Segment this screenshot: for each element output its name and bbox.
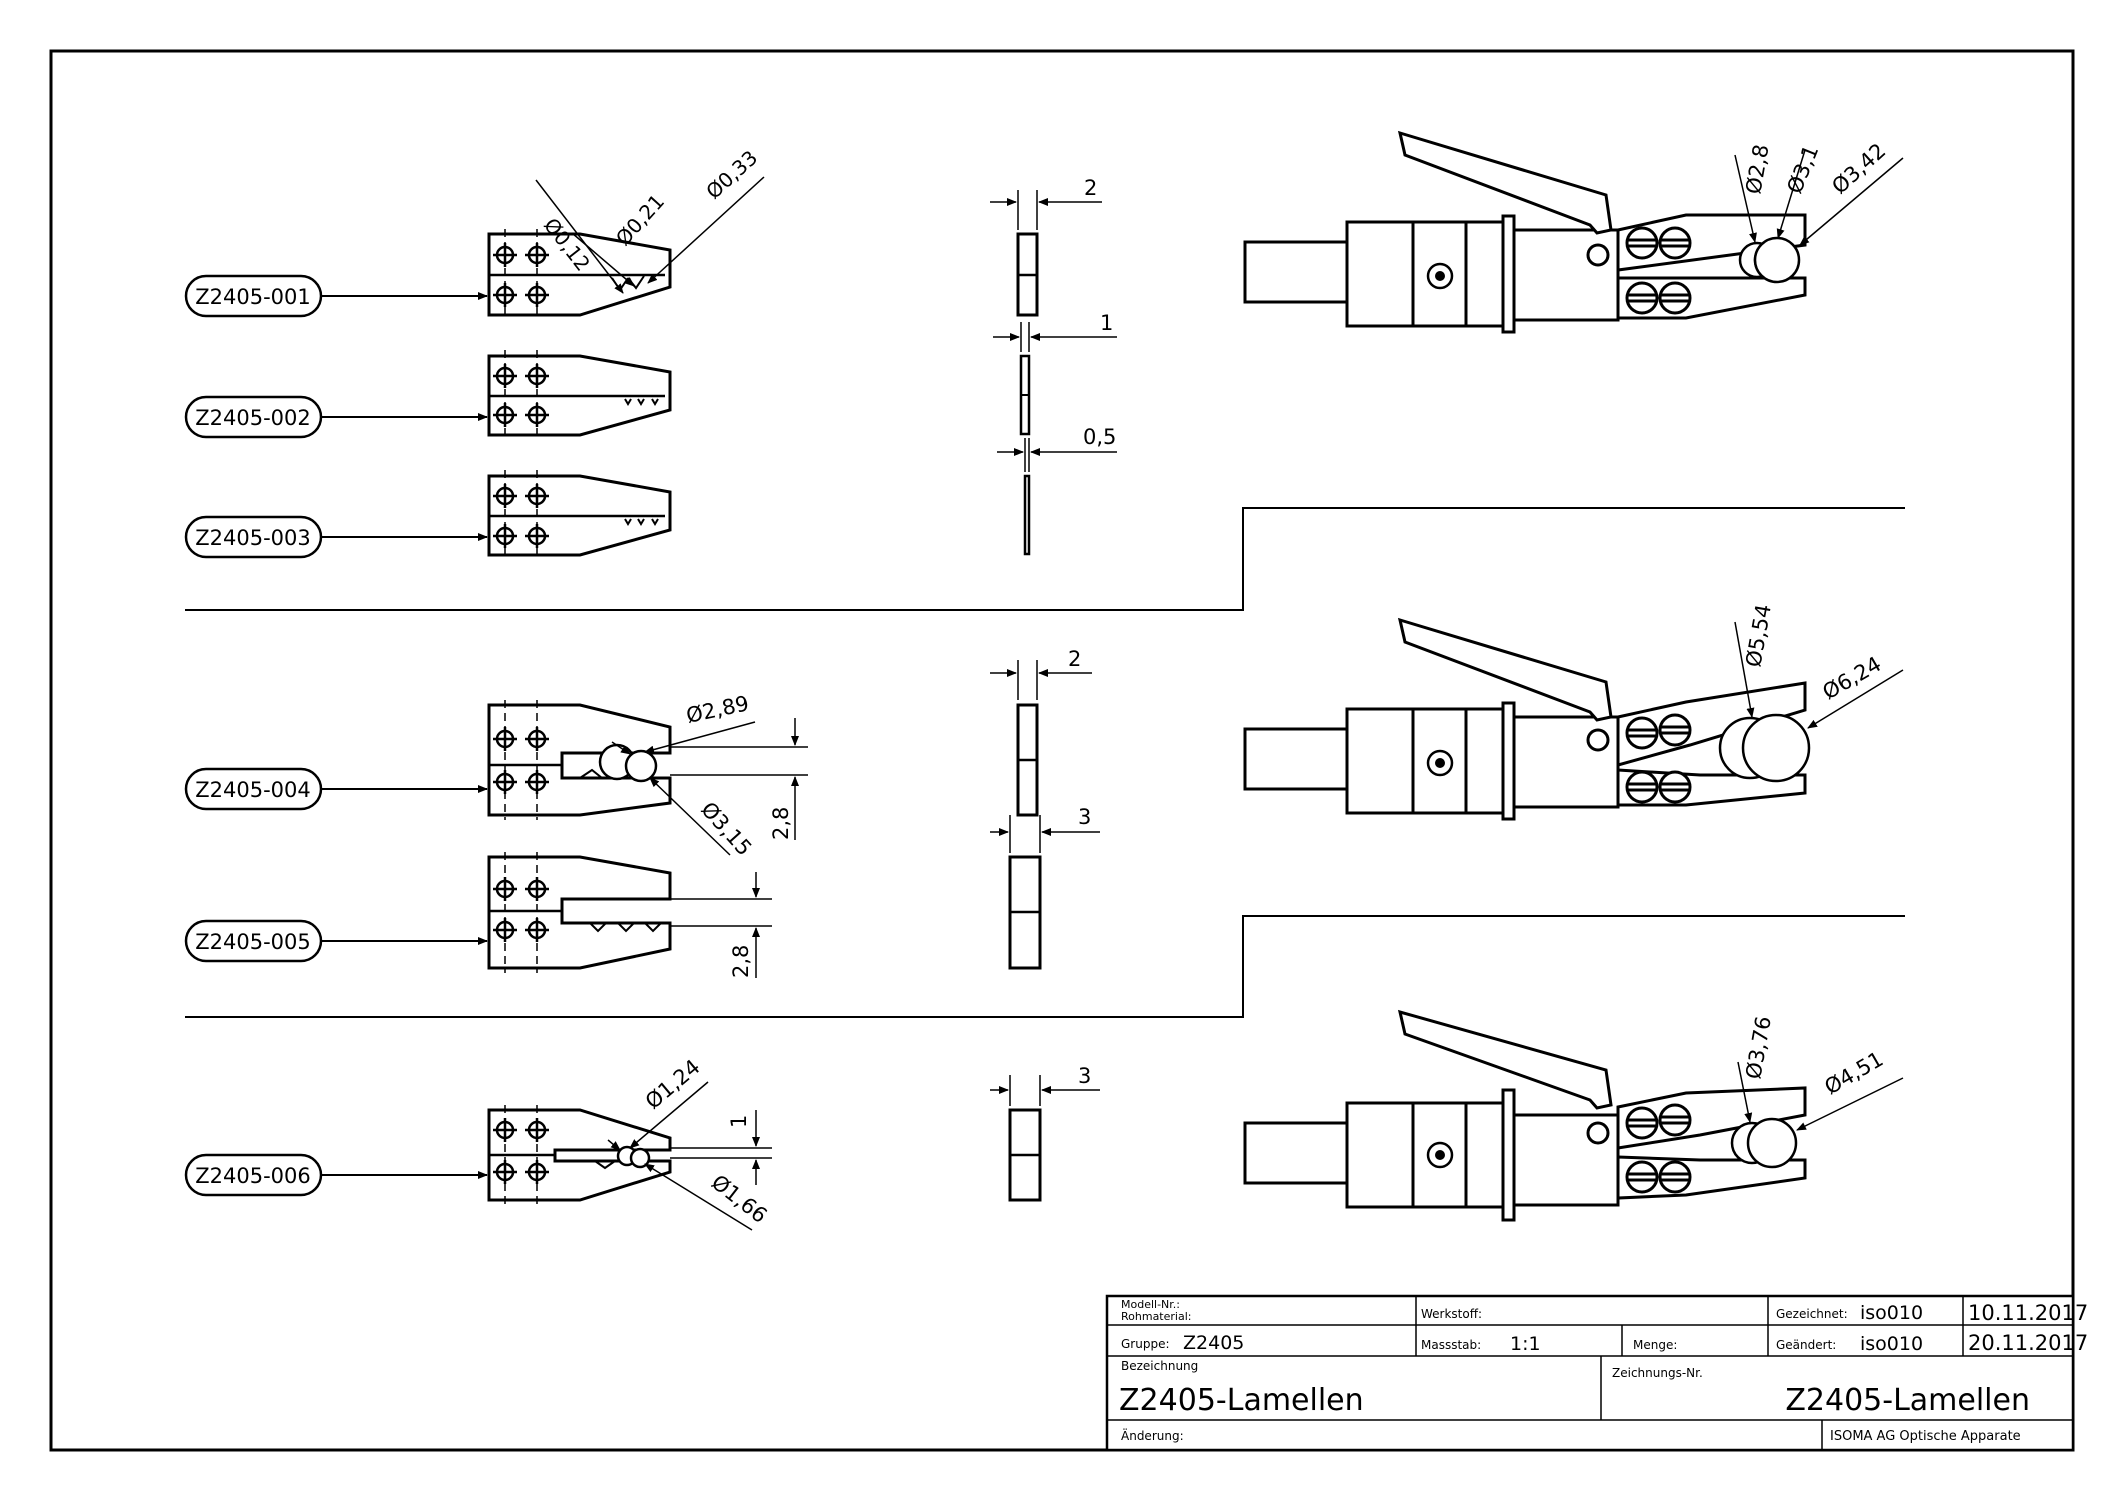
- tb-geaendert-date: 20.11.2017: [1968, 1331, 2088, 1355]
- tb-modell-label: Modell-Nr.:: [1121, 1298, 1180, 1311]
- assembly-1-dim-a: Ø2,8: [1741, 143, 1773, 196]
- assembly-1-dim-b: Ø3,1: [1782, 142, 1823, 197]
- side-view-group-3: 3: [990, 1064, 1100, 1202]
- tb-massstab-value: 1:1: [1510, 1333, 1541, 1355]
- part-label-003: Z2405-003: [195, 526, 311, 550]
- part-z2405-001: Z2405-001 Ø0,12 Ø0,21 Ø0,33: [184, 146, 765, 320]
- thickness-dim-2b: 2: [1068, 647, 1081, 671]
- thickness-dim-05: 0,5: [1083, 425, 1116, 449]
- tb-bezeichnung-label: Bezeichnung: [1121, 1359, 1198, 1373]
- part-label-005: Z2405-005: [195, 930, 311, 954]
- part-z2405-003: Z2405-003: [184, 470, 672, 560]
- tb-gruppe-label: Gruppe:: [1121, 1337, 1170, 1351]
- tb-massstab-label: Massstab:: [1421, 1338, 1481, 1352]
- dim-h28b: 2,8: [729, 945, 753, 978]
- dim-d289: Ø2,89: [684, 691, 751, 728]
- part-z2405-002: Z2405-002: [184, 350, 672, 440]
- assembly-view-3: [1243, 1009, 1807, 1222]
- assembly-3-dim-a: Ø3,76: [1741, 1014, 1776, 1081]
- thickness-dim-1: 1: [1100, 311, 1113, 335]
- tb-menge-label: Menge:: [1633, 1338, 1677, 1352]
- part-z2405-005: Z2405-005 2,8: [184, 852, 772, 978]
- tb-zeichnungs-value: Z2405-Lamellen: [1785, 1383, 2030, 1418]
- assembly-1-dim-c: Ø3,42: [1827, 139, 1890, 199]
- part-label-004: Z2405-004: [195, 778, 311, 802]
- thickness-dim-3a: 3: [1078, 805, 1091, 829]
- tb-geaendert-label: Geändert:: [1776, 1338, 1836, 1352]
- tb-gruppe-value: Z2405: [1183, 1332, 1244, 1354]
- assembly-2-dim-a: Ø5,54: [1741, 602, 1776, 669]
- part-z2405-004: Z2405-004 Ø2,89 Ø3,15 2,8: [184, 691, 808, 860]
- tb-zeichnungs-label: Zeichnungs-Nr.: [1612, 1366, 1703, 1380]
- tb-geaendert-value: iso010: [1860, 1333, 1923, 1355]
- part-label-002: Z2405-002: [195, 406, 311, 430]
- dim-d166: Ø1,66: [707, 1170, 772, 1228]
- tb-gezeichnet-label: Gezeichnet:: [1776, 1307, 1848, 1321]
- tb-aenderung-label: Änderung:: [1121, 1428, 1184, 1443]
- assembly-view-1: [1243, 130, 1807, 334]
- assembly-2-dim-b: Ø6,24: [1819, 652, 1886, 704]
- dim-d124: Ø1,24: [641, 1055, 705, 1114]
- assembly-view-2: [1243, 617, 1811, 821]
- dim-d033: Ø0,33: [701, 146, 762, 204]
- tb-company: ISOMA AG Optische Apparate: [1830, 1429, 2021, 1444]
- tb-gezeichnet-date: 10.11.2017: [1968, 1301, 2088, 1325]
- dim-h1: 1: [727, 1115, 751, 1128]
- side-view-group-2: 2 3: [990, 647, 1100, 970]
- thickness-dim-2a: 2: [1084, 176, 1097, 200]
- tb-rohmaterial-label: Rohmaterial:: [1121, 1310, 1191, 1323]
- section-divider-2: [185, 915, 1905, 1018]
- thickness-dim-3b: 3: [1078, 1064, 1091, 1088]
- title-block: Modell-Nr.: Rohmaterial: Werkstoff: Geze…: [1105, 1294, 2088, 1452]
- part-z2405-006: Z2405-006 Ø1,24 Ø1,66 1: [184, 1055, 772, 1231]
- drawing-frame: [49, 49, 2075, 1452]
- side-view-group-1: 2 1 0,5: [990, 176, 1117, 556]
- part-label-001: Z2405-001: [195, 285, 311, 309]
- section-divider-1: [185, 507, 1905, 611]
- tb-gezeichnet-value: iso010: [1860, 1302, 1923, 1324]
- assembly-3-dim-b: Ø4,51: [1821, 1047, 1888, 1099]
- tb-bezeichnung-value: Z2405-Lamellen: [1119, 1383, 1364, 1418]
- part-label-006: Z2405-006: [195, 1164, 311, 1188]
- dim-h28a: 2,8: [769, 807, 793, 840]
- tb-werkstoff-label: Werkstoff:: [1421, 1307, 1482, 1321]
- dim-d021: Ø0,21: [611, 189, 669, 250]
